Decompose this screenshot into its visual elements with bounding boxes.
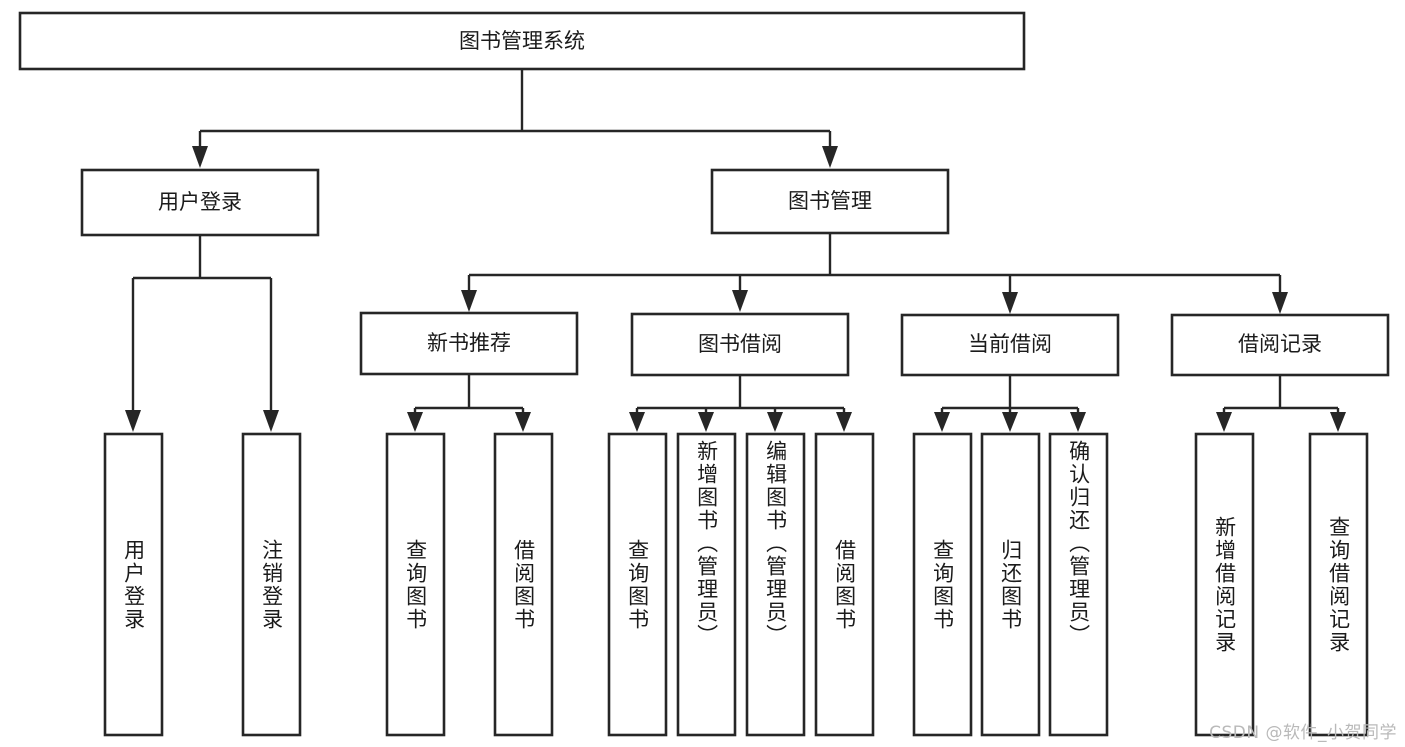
node-root-label: 图书管理系统: [459, 29, 585, 53]
node-user-login[interactable]: 用户登录: [80, 168, 320, 237]
node-new-book-recommend[interactable]: 新书推荐: [359, 311, 579, 376]
node-root[interactable]: 图书管理系统: [18, 11, 1026, 71]
arrow-head-current-confirm: [1070, 412, 1086, 432]
leaf-box-newbook-borrow-book[interactable]: [493, 432, 554, 737]
node-book-management-box[interactable]: [710, 168, 950, 235]
node-book-management[interactable]: 图书管理: [710, 168, 950, 235]
leaf-box-current-return-book[interactable]: [980, 432, 1041, 737]
arrow-head-newbook-query: [407, 412, 423, 432]
arrow-head-borrow-edit: [767, 412, 783, 432]
node-book-borrow-box[interactable]: [630, 312, 850, 377]
node-book-management-label: 图书管理: [788, 189, 872, 213]
leaf-box-user-login[interactable]: [103, 432, 164, 737]
arrow-head-current-query: [934, 412, 950, 432]
arrow-head-current-return: [1002, 412, 1018, 432]
arrow-head-borrow-record: [1272, 292, 1288, 314]
arrow-head-book-borrow: [732, 290, 748, 312]
node-borrow-record[interactable]: 借阅记录: [1170, 313, 1390, 377]
leaf-box-current-query-book[interactable]: [912, 432, 973, 737]
leaf-boxes: [103, 432, 1369, 737]
node-current-borrow-label: 当前借阅: [968, 332, 1052, 356]
arrow-head-leaf-logout: [263, 410, 279, 432]
leaf-box-borrow-edit-book-admin[interactable]: [745, 432, 806, 737]
leaf-box-logout[interactable]: [241, 432, 302, 737]
leaf-box-borrow-query-book[interactable]: [607, 432, 668, 737]
node-book-borrow[interactable]: 图书借阅: [630, 312, 850, 377]
arrow-head-user-login: [192, 146, 208, 168]
leaf-box-newbook-query-book[interactable]: [385, 432, 446, 737]
arrow-head-current-borrow: [1002, 292, 1018, 314]
node-new-book-recommend-label: 新书推荐: [427, 331, 511, 355]
node-borrow-record-box[interactable]: [1170, 313, 1390, 377]
arrow-head-record-query: [1330, 412, 1346, 432]
node-root-box[interactable]: [18, 11, 1026, 71]
leaf-box-record-add[interactable]: [1194, 432, 1255, 737]
connectors: [125, 69, 1346, 432]
leaf-box-current-confirm-return-admin[interactable]: [1048, 432, 1109, 737]
arrow-head-leaf-user-login: [125, 410, 141, 432]
arrow-head-borrow-add: [698, 412, 714, 432]
node-user-login-label: 用户登录: [158, 190, 242, 214]
leaf-box-record-query[interactable]: [1308, 432, 1369, 737]
arrow-head-borrow-lend: [836, 412, 852, 432]
node-current-borrow-box[interactable]: [900, 313, 1120, 377]
leaf-box-borrow-add-book-admin[interactable]: [676, 432, 737, 737]
arrow-head-book-mgmt: [822, 146, 838, 168]
node-book-borrow-label: 图书借阅: [698, 332, 782, 356]
csdn-watermark: CSDN @软件_小贺同学: [1209, 723, 1397, 743]
node-borrow-record-label: 借阅记录: [1238, 332, 1322, 356]
leaf-box-borrow-lend-book[interactable]: [814, 432, 875, 737]
arrow-head-new-book-rec: [461, 290, 477, 312]
node-user-login-box[interactable]: [80, 168, 320, 237]
node-new-book-recommend-box[interactable]: [359, 311, 579, 376]
arrow-head-record-add: [1216, 412, 1232, 432]
node-current-borrow[interactable]: 当前借阅: [900, 313, 1120, 377]
arrow-head-borrow-query: [629, 412, 645, 432]
arrow-head-newbook-borrow: [515, 412, 531, 432]
